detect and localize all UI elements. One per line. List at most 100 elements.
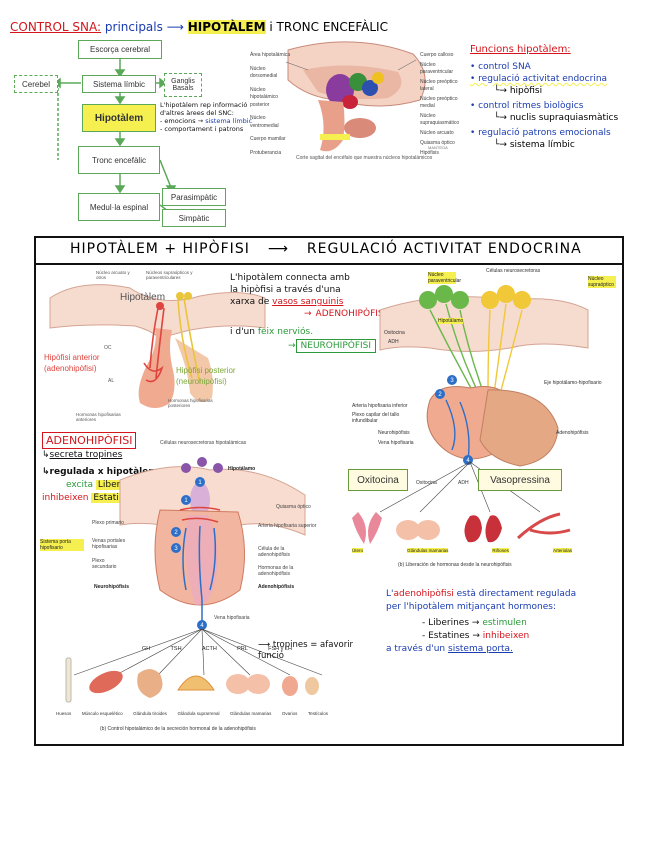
brain-caption: Corte sagital del encéfalo que muestra n…: [296, 155, 432, 161]
fig-right-neurohip: Neurohipófisis: [378, 430, 410, 436]
fig-right-adh: ADH: [388, 339, 399, 345]
flow-medul: Medul·la espinal: [78, 193, 160, 221]
brain-label: Núcleo supraquiasmático: [420, 113, 468, 127]
funcions-item1: • control SNA: [470, 61, 654, 73]
organ-label: Testículos: [308, 711, 328, 716]
header-tronc: i TRONC ENCEFÀLIC: [269, 20, 388, 34]
organ-label: Riñones: [492, 548, 509, 553]
corner-arrow-icon: ↳: [42, 450, 50, 460]
flow-cerebel: Cerebel: [14, 75, 58, 93]
brain-label: Núcleo dorsomedial: [250, 66, 294, 81]
organ-label: Glándulas mamarias: [407, 548, 448, 553]
fig-right-oxitocina-lbl: Oxitocina: [384, 330, 405, 336]
organ-label: Huesos: [56, 711, 71, 716]
anat-hip-ant-sub: (adenohipòfisi): [44, 363, 100, 374]
flow-escorca: Escorça cerebral: [78, 40, 162, 59]
flow-limbic: Sistema límbic: [82, 75, 156, 93]
anat-hipotalem: Hipotàlem: [120, 292, 165, 303]
fig-right-hipotalamo: Hipotálamo: [438, 318, 463, 324]
fig-right-supraoptico: Núcleo supraóptico: [588, 276, 616, 288]
arrow-icon: →: [304, 309, 312, 319]
fig-left-sistema-porta: Sistema porta hipofisario: [40, 539, 84, 551]
fig-left-caption: (b) Control hipotalámico de la secreción…: [100, 726, 256, 732]
regulation-line3: - Liberines → estimulen: [386, 617, 616, 630]
brain-label: Núcleo hipotalámico posterior: [250, 87, 294, 110]
funcions-item4: • regulació patrons emocionals: [470, 127, 654, 139]
neuro-target-labels: Útero Glándulas mamarias Riñones Arterio…: [352, 548, 572, 553]
target-organs: [56, 652, 328, 712]
funcions-item2-sub: └→ hipòfisi: [470, 85, 654, 97]
brain-label: Núcleo ventromedial: [250, 115, 294, 130]
fig-right-arteria: Arteria hipofisaria inferior: [352, 403, 408, 409]
flow-simpatic: Simpàtic: [162, 209, 226, 227]
fig-left-plexo1: Plexo primario: [92, 520, 124, 526]
section-title-right: REGULACIÓ ACTIVITAT ENDOCRINA: [307, 241, 582, 257]
regulation-line2: per l'hipotàlem mitjançant hormones:: [386, 601, 616, 614]
arrow-icon: ⟶: [258, 640, 270, 650]
fig-left-arteria: Arteria hipofisaria superior: [258, 523, 318, 529]
anat-oc: OC: [104, 345, 112, 351]
regulation-line4: - Estatines → inhibeixen: [386, 630, 616, 643]
corner-arrow-icon: └→: [494, 140, 507, 150]
organ-label: Útero: [352, 548, 363, 553]
arrow-icon: →: [472, 631, 480, 641]
adeno-regulation-text: L'adenohipòfisi està directament regulad…: [386, 588, 616, 656]
corner-arrow-icon: ↳: [42, 467, 50, 477]
brain-label: Núcleo preóptico medial: [420, 96, 468, 110]
flow-ganglis: Ganglis Basals: [164, 73, 202, 97]
anat-hip-ant-title: Hipòfisi anterior: [44, 352, 100, 363]
organ-label: Glándula tiroides: [133, 711, 167, 716]
arrow-icon: →: [198, 117, 203, 125]
fig-right-vena: Vena hipofisaria: [378, 440, 414, 446]
fig-left-venas: Venas portales hipofisarias: [92, 538, 136, 550]
brain-left-labels: Área hipotalámica Núcleo dorsomedial Núc…: [250, 52, 294, 157]
fig-right-plexo: Plexo capilar del tallo infundibular: [352, 412, 408, 424]
arrow-icon: →: [288, 341, 296, 351]
brain-label: Núcleo paraventricular: [420, 62, 468, 76]
flow-hipotalem: Hipotàlem: [82, 104, 156, 132]
arrow-icon: →: [472, 618, 480, 628]
flow-parasimpatic: Parasimpàtic: [162, 188, 226, 206]
organ-label: Músculo esquelético: [82, 711, 123, 716]
neuro-targets: [350, 508, 580, 550]
brain-label: Área hipotalámica: [250, 52, 294, 60]
anat-hip-post-title: Hipòfisi posterior: [176, 365, 236, 376]
anat-horm-post: Hormonas hipofisarias posteriores: [168, 398, 228, 408]
brain-label: Cuerpo calloso: [420, 52, 468, 59]
anat-horm-ant: Hormonas hipofisarias anteriores: [76, 412, 136, 422]
organ-label: Ovarios: [282, 711, 298, 716]
anat-hip-post-sub: (neurohipòfisi): [176, 376, 236, 387]
section-title: HIPOTÀLEM + HIPÒFISI ⟶ REGULACIÓ ACTIVIT…: [70, 241, 610, 257]
funcions-item3: • control ritmes biològics: [470, 100, 654, 112]
fig-left-vena: Vena hipofisaria: [214, 615, 250, 621]
fig-left-celula: Célula de la adenohipófisis: [258, 546, 312, 558]
brain-label: Núcleo arcuato: [420, 130, 468, 137]
fig-right-celulas: Células neurosecretoras: [486, 268, 540, 274]
fig-left-hipotalamo: Hipotálamo: [228, 466, 255, 472]
brain-label: Protuberancia: [250, 150, 294, 158]
anat-nucleo-arcuato: Núcleo arcuato y otros: [96, 270, 136, 280]
fig-right-oxitocina-small: Oxitocina: [416, 480, 437, 486]
funcions-item3-sub: └→ nuclis supraquiasmàtics: [470, 112, 654, 124]
funcions-item2: • regulació activitat endocrina: [470, 73, 654, 85]
fig-right-caption: (b) Liberación de hormonas desde la neur…: [398, 562, 512, 568]
target-organ-labels: Huesos Músculo esquelético Glándula tiro…: [56, 711, 328, 716]
fig-left-neuro: Neurohipófisis: [94, 584, 129, 590]
fig-right-eje: Eje hipotálamo-hipofisario: [544, 380, 602, 386]
fig-left-hormonas: Hormonas de la adenohipófisis: [258, 565, 312, 577]
flow-tronc: Tronc encefàlic: [78, 146, 160, 174]
fig-left-adeno: Adenohipófisis: [258, 584, 294, 590]
oxitocina-box: Oxitocina: [348, 469, 408, 491]
corner-arrow-icon: └→: [494, 113, 507, 123]
vasopressina-box: Vasopressina: [478, 469, 562, 491]
organ-label: Glándula suprarrenal: [177, 711, 219, 716]
fig-left-top: Células neurosecretoras hipotalámicas: [160, 440, 246, 446]
regulation-line5: a través d'un sistema porta.: [386, 643, 616, 656]
regulation-line1: L'adenohipòfisi està directament regulad…: [386, 588, 616, 601]
fig-left-quiasma: Quiasma óptico: [276, 504, 311, 510]
section-title-divider: [34, 263, 624, 265]
fig-right-adenohip: Adenohipófisis: [556, 430, 589, 436]
funcions-item4-sub: └→ sistema límbic: [470, 139, 654, 151]
brain-credit: MANTEGA: [428, 145, 448, 150]
brain-right-labels: Cuerpo calloso Núcleo paraventricular Nú…: [420, 52, 468, 157]
